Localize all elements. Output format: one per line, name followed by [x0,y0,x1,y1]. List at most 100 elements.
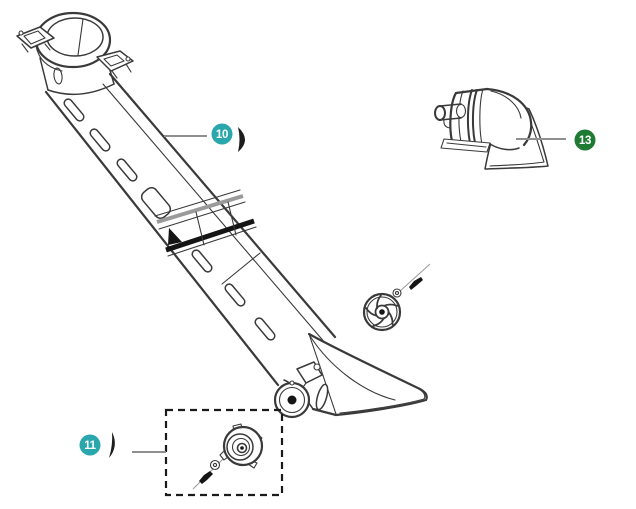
tube-vent-slots [63,98,276,341]
tube-port [140,186,172,220]
collar-side-left [39,57,49,91]
impeller-spokes [365,294,399,327]
collar-clamp-right [96,50,134,79]
clamp-body [16,26,55,49]
tube-collar [16,11,134,95]
tube-slot [224,283,246,307]
peg-sides [439,103,462,121]
clamp-latch [103,54,125,67]
wheel-rim [278,386,306,414]
joint-grey-band [156,194,244,224]
bracket-pin [313,363,321,371]
tube-seam [102,83,327,345]
joint-line [158,201,246,230]
cylinder-band [471,89,478,144]
callout-13-circle[interactable] [574,129,596,151]
joint-line [154,189,241,217]
callout-11-circle[interactable] [79,434,101,456]
callout-10-circle[interactable] [211,123,233,145]
dashed-detail-box [164,408,284,497]
elbow-seam [490,90,522,119]
callout-10[interactable]: 10 [211,123,246,153]
scoop-rim [339,388,426,414]
clamp-body [96,50,134,72]
bracket-glyph-11 [109,432,115,458]
knob-ring [231,437,251,457]
cylinder-band [466,89,473,144]
scoop-outline [307,332,428,417]
tube-slot [191,249,213,273]
washer-hole [394,290,400,296]
spoke [376,294,382,310]
joint-line [167,226,257,257]
spoke [383,303,399,307]
knob-hub-dot [240,446,244,450]
washer-hole [212,462,218,468]
base-plate [440,138,491,153]
tube-slot [116,158,138,182]
collar-opening [46,17,104,57]
callout-13[interactable]: 13 [574,129,596,151]
elbow-nozzle-part [434,87,549,170]
collar-opening-seam [77,18,84,56]
impeller-hub-dot [379,309,385,315]
callout-11[interactable]: 11 [79,432,115,458]
knob-face [226,433,254,461]
clamp-legs [21,43,51,53]
tube-body [46,74,335,385]
impeller-wheel-part [362,263,431,332]
wheel-hub [287,395,297,405]
nozzle-peg [434,103,467,129]
cylinder-rib [479,88,484,145]
impeller-inner-rim [366,296,398,328]
joint-panel-line [195,211,205,246]
tube-right-edge [108,72,337,339]
wheel-stud [289,380,295,386]
elbow-inner-curve [489,143,520,151]
spoke [365,307,378,317]
scoop-crease [309,335,396,401]
joint-black-band [165,218,255,253]
cone-slot [53,67,63,85]
spoke [372,317,385,327]
lock-marker [168,228,182,245]
tube-slot [63,98,85,122]
screw-axis-line [398,263,431,293]
scoop-crease [308,333,337,415]
peg-cap [434,105,446,121]
tube-slot [89,128,111,152]
collar-ring-depth [35,45,63,72]
peg-opening [455,103,467,119]
tube-seam-lower [221,252,261,285]
tube-joint [154,189,261,285]
base-line [446,142,487,148]
clamp-pin [125,56,131,62]
tube-left-edge [44,90,280,387]
collar-bottom [47,83,115,95]
clamp-legs [111,63,132,79]
bracket-glyph-10 [238,127,245,152]
collar-clamp-left [16,26,55,53]
nozzle-flare-rim [489,113,545,167]
tube-wheel [273,361,323,419]
peg-lower [443,119,451,129]
knob-detail-box [164,408,284,497]
screw [199,471,213,484]
joint-panel-line [227,201,237,236]
clamp-pin [18,30,24,36]
tube-slot [254,317,276,341]
clamp-latch [23,30,46,45]
scoop-slot [315,383,329,411]
callout-11-label: 11 [84,440,96,452]
screw [409,277,423,290]
tube-scoop [283,332,428,417]
spoke [387,311,394,326]
knob-hub [236,442,248,454]
adjuster-knob [219,423,264,469]
elbow-body-fill [450,89,532,150]
callout-10-label: 10 [216,129,228,141]
vacuum-tube-assembly [16,11,428,419]
washer [209,459,221,471]
